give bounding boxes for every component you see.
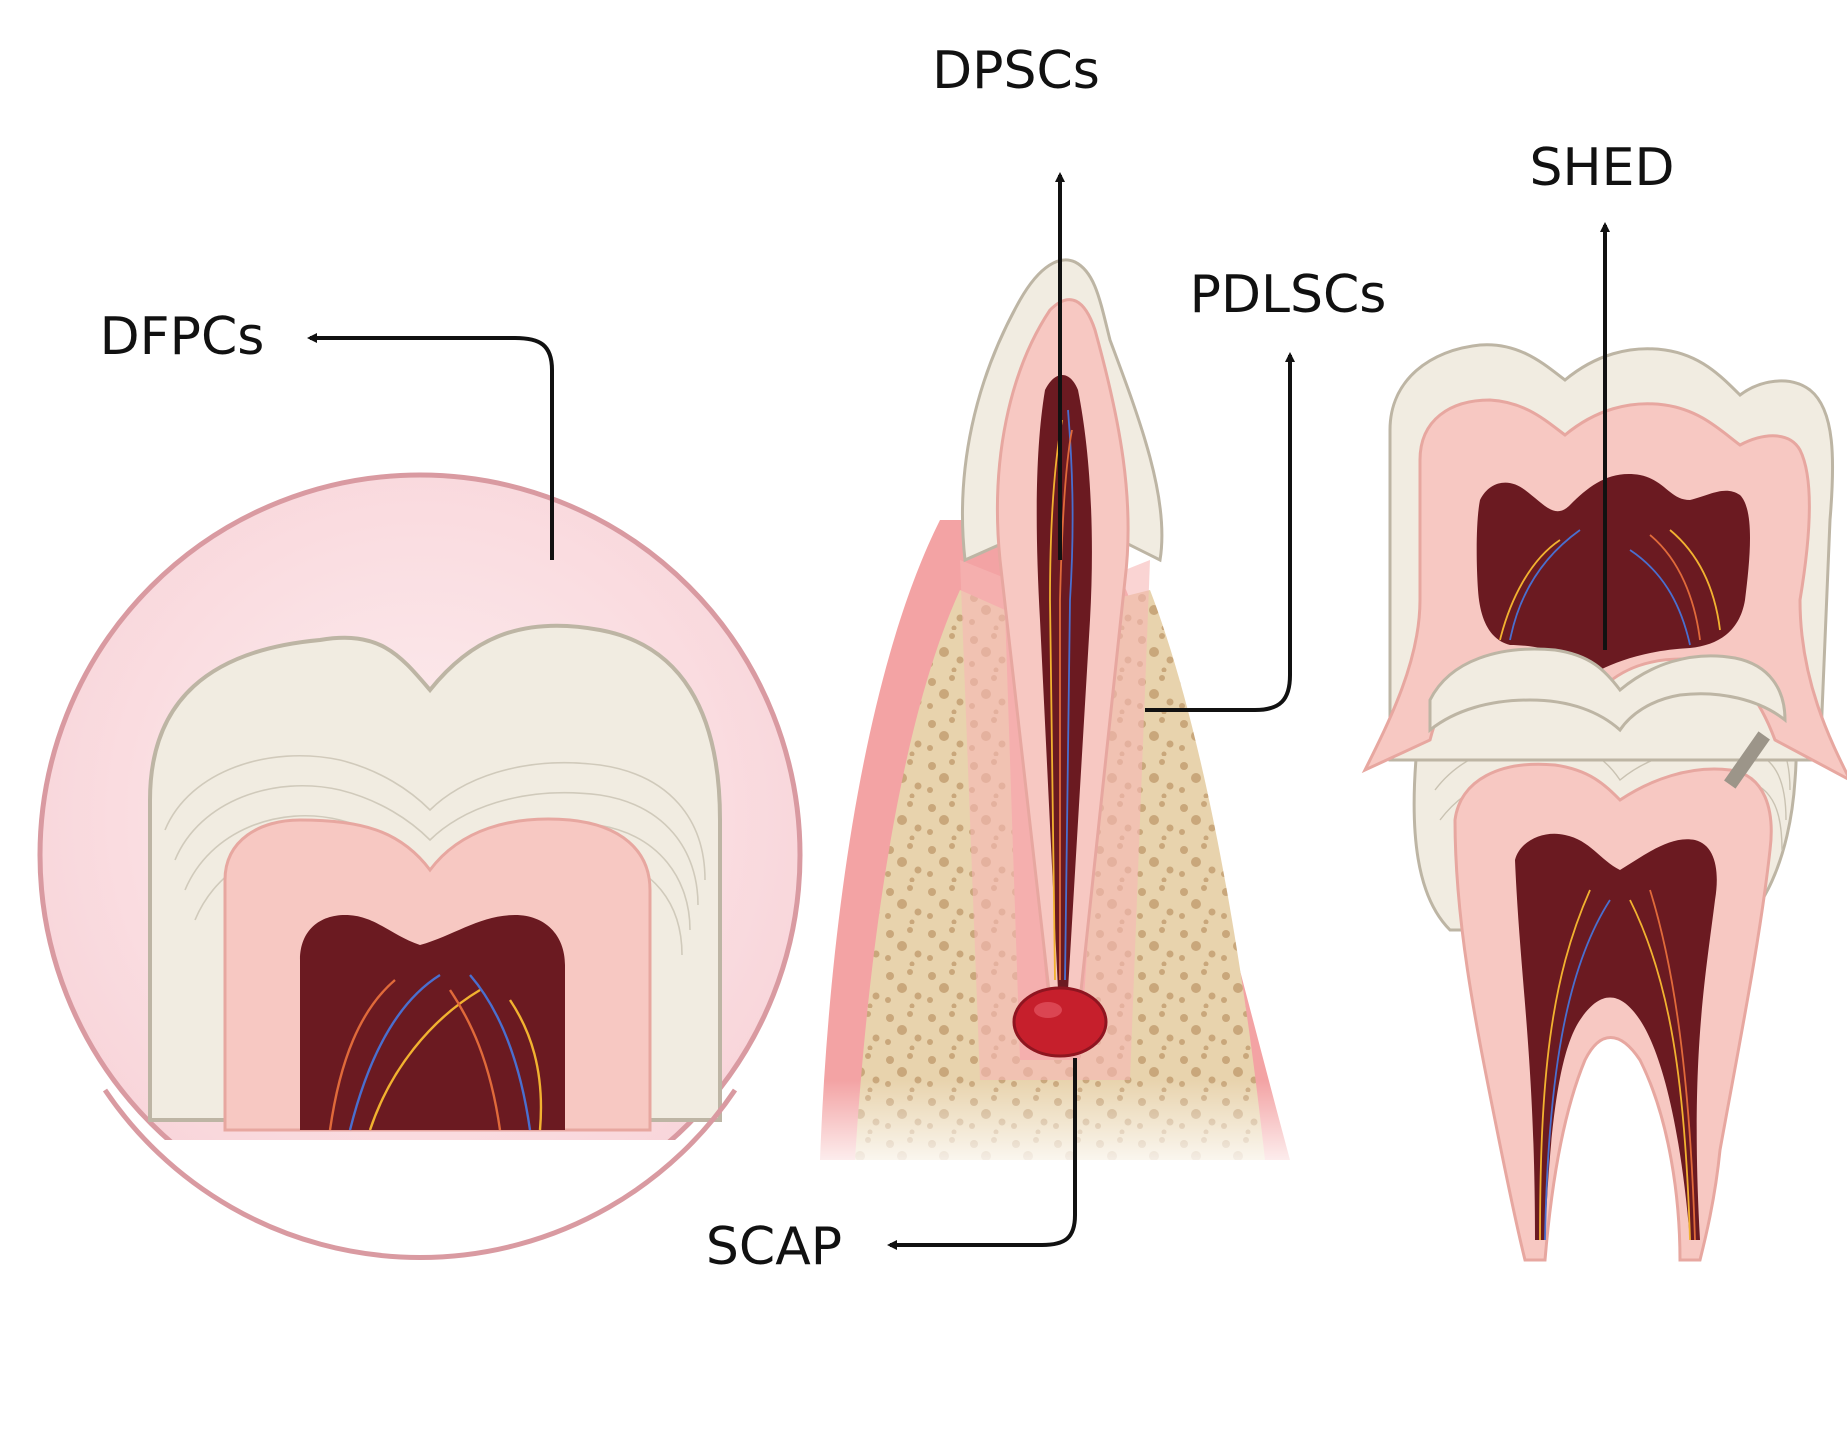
deciduous-molar-illustration — [1361, 343, 1847, 1262]
deciduous-vessels — [1499, 529, 1721, 646]
dfpcs-arrow — [307, 333, 554, 560]
label-pdlscs: PDLSCs — [1190, 265, 1387, 325]
follicle-vessels — [328, 973, 543, 1131]
pdlscs-arrow — [1145, 352, 1295, 712]
label-dfpcs: DFPCs — [100, 307, 265, 367]
label-shed: SHED — [1529, 138, 1674, 198]
annotation-arrows — [307, 172, 1610, 1250]
alveolar-bone — [855, 590, 1265, 1160]
scap-arrow — [887, 1058, 1077, 1250]
dental-follicle-illustration — [37, 472, 803, 1260]
permanent-crown-overlap — [1428, 647, 1787, 734]
permanent-tooth-dentin — [1453, 762, 1773, 1262]
permanent-vessels — [1539, 889, 1696, 1241]
apical-papilla — [1012, 986, 1108, 1058]
label-scap: SCAP — [706, 1217, 842, 1277]
incisor-in-bone-illustration — [800, 258, 1300, 1180]
deciduous-tooth-pulp — [1476, 474, 1750, 670]
label-dpscs: DPSCs — [932, 41, 1100, 101]
permanent-tooth-pulp — [1515, 833, 1717, 1240]
